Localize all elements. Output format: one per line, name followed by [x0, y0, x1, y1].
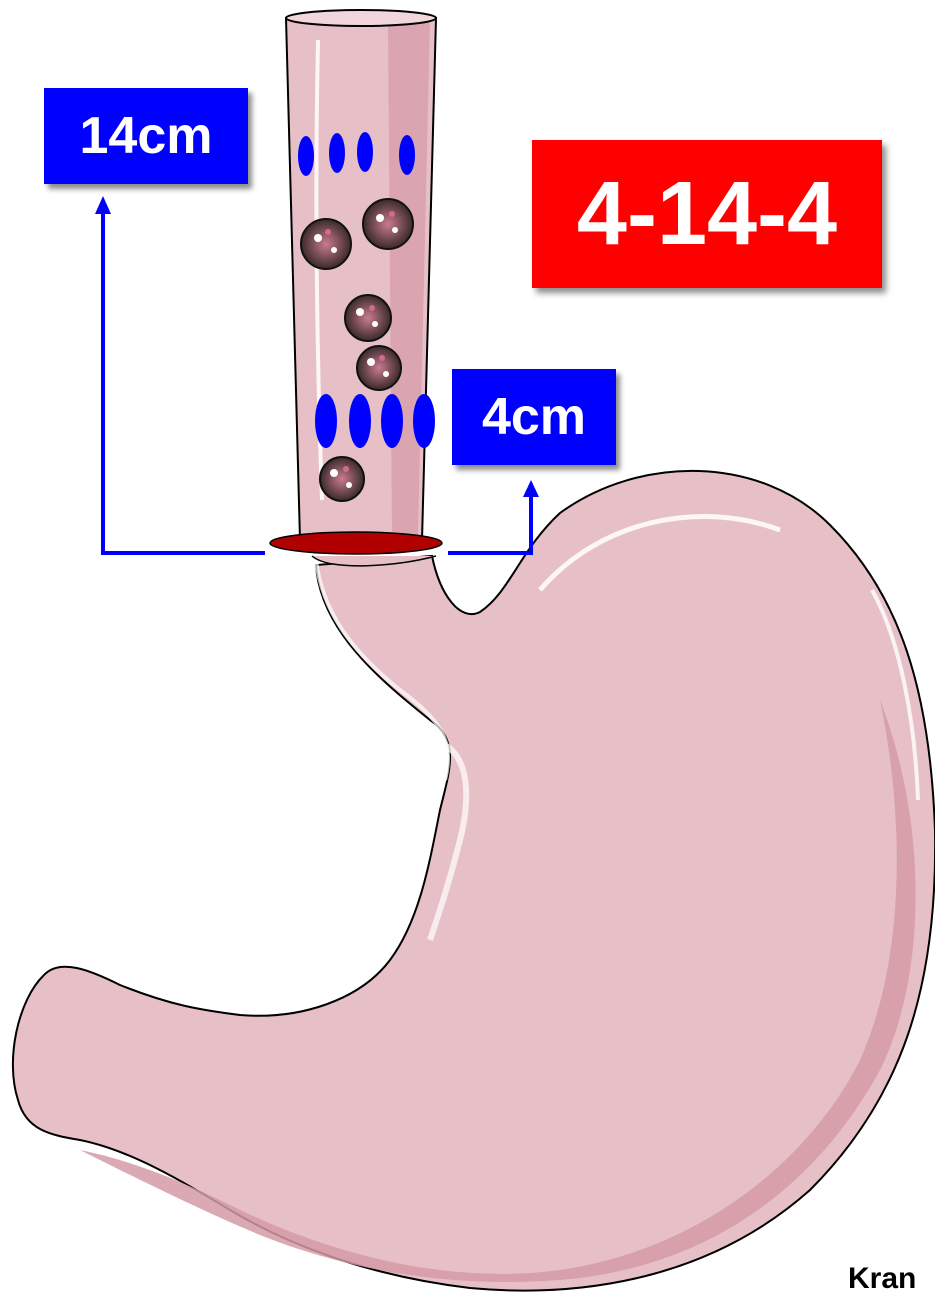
rule-4-14-4: 4-14-4 — [532, 140, 882, 288]
granular-cell — [363, 199, 413, 249]
granular-cell — [320, 457, 364, 501]
granular-cell — [301, 219, 351, 269]
blue-oval-marker — [315, 394, 337, 448]
stomach-illustration — [13, 471, 935, 1291]
granular-cell — [357, 346, 401, 390]
blue-oval-marker — [298, 136, 314, 176]
blue-oval-marker — [413, 394, 435, 448]
label-4cm: 4cm — [452, 369, 616, 465]
measurement-14cm — [95, 196, 265, 553]
blue-oval-marker — [357, 132, 373, 172]
lower-esophageal-sphincter — [270, 532, 442, 554]
arrow-up-icon — [523, 480, 539, 497]
credit-text: Kran — [848, 1262, 916, 1296]
measurement-4cm — [448, 480, 539, 553]
blue-oval-marker — [399, 135, 415, 175]
esophagus-opening — [286, 10, 436, 26]
blue-oval-marker — [349, 394, 371, 448]
arrow-up-icon — [95, 196, 111, 214]
blue-oval-marker — [329, 133, 345, 173]
granular-cell — [345, 295, 391, 341]
label-14cm: 14cm — [44, 88, 248, 184]
blue-oval-marker — [381, 394, 403, 448]
